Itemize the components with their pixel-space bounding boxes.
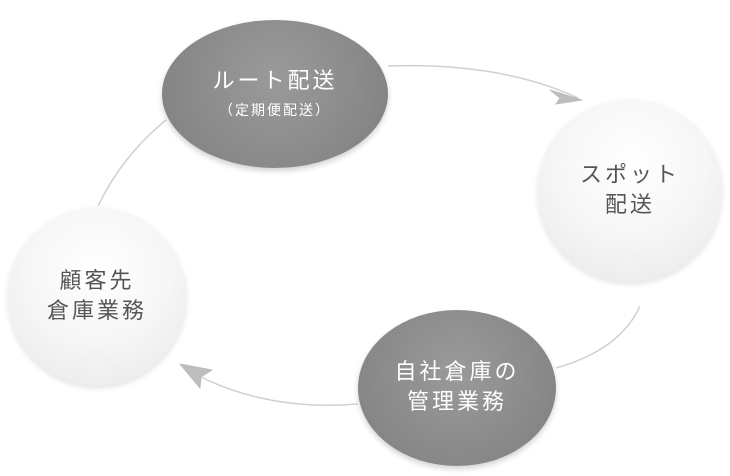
connector-warehouse-to-customer — [183, 367, 359, 406]
node-route-label: ルート配送 — [212, 69, 338, 94]
arrowhead-route-to-spot — [549, 89, 583, 105]
node-warehouse-line1: 自社倉庫の — [394, 360, 520, 385]
node-spot-delivery: スポット 配送 — [538, 100, 722, 282]
node-customer-warehouse: 顧客先 倉庫業務 — [8, 208, 186, 386]
connector-customer-to-route — [97, 119, 167, 207]
node-own-warehouse: 自社倉庫の 管理業務 — [358, 310, 556, 466]
node-customer-line1: 顧客先 — [59, 269, 135, 294]
connector-spot-to-warehouse — [555, 305, 641, 369]
node-route-sublabel: （定期便配送） — [219, 103, 331, 119]
connector-route-to-spot — [387, 64, 579, 99]
arrowhead-warehouse-to-customer — [179, 363, 213, 389]
node-spot-line1: スポット — [579, 163, 680, 188]
node-warehouse-line2: 管理業務 — [406, 390, 507, 415]
node-spot-line2: 配送 — [604, 193, 655, 218]
node-customer-line2: 倉庫業務 — [46, 299, 147, 324]
node-route-delivery: ルート配送 （定期便配送） — [162, 20, 388, 168]
